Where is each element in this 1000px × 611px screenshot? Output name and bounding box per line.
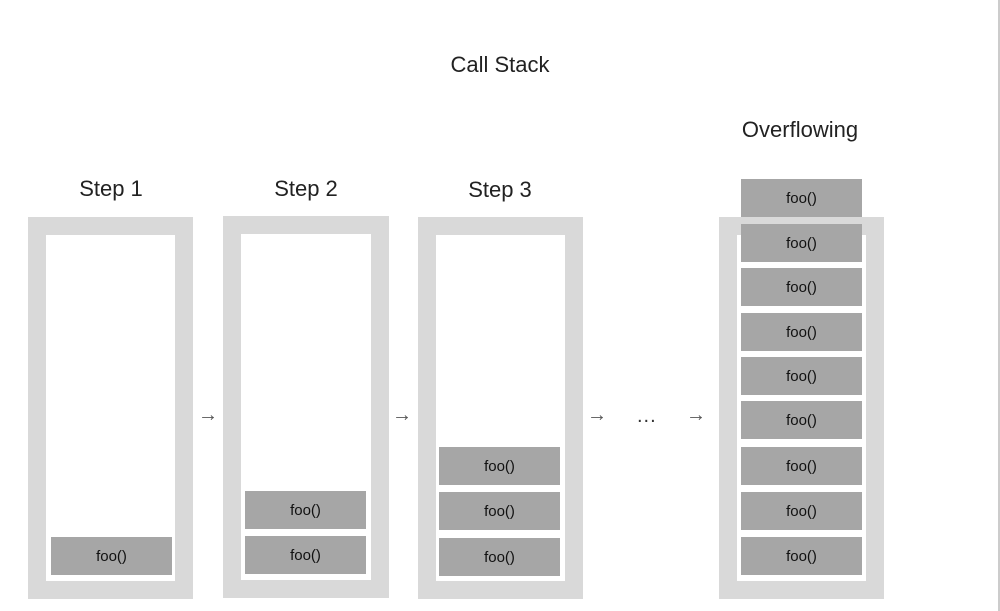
stack-frame: foo() — [439, 492, 560, 530]
stack-frame: foo() — [51, 537, 172, 575]
overflow-frame: foo() — [741, 179, 862, 217]
stack-frame: foo() — [741, 357, 862, 395]
ellipsis: ... — [637, 405, 657, 427]
stack-frame: foo() — [741, 313, 862, 351]
step-1-label: Step 1 — [79, 176, 143, 201]
stack-frame: foo() — [741, 401, 862, 439]
stack-frame: foo() — [439, 538, 560, 576]
overflowing-label: Overflowing — [741, 117, 859, 142]
arrow-right-icon: → — [392, 404, 412, 426]
stack-step-3 — [418, 217, 583, 599]
stack-step-1 — [28, 217, 193, 599]
arrow-right-icon: → — [686, 404, 706, 426]
page-edge-divider — [998, 0, 1000, 611]
diagram-title: Call Stack — [450, 52, 550, 77]
step-3-label: Step 3 — [468, 177, 532, 202]
stack-frame: foo() — [245, 536, 366, 574]
arrow-right-icon: → — [198, 404, 218, 426]
stack-frame: foo() — [741, 492, 862, 530]
stack-step-2 — [223, 216, 389, 598]
stack-frame: foo() — [245, 491, 366, 529]
stack-frame: foo() — [741, 537, 862, 575]
stack-frame: foo() — [741, 224, 862, 262]
stack-frame: foo() — [439, 447, 560, 485]
stack-frame: foo() — [741, 268, 862, 306]
step-2-label: Step 2 — [274, 176, 338, 201]
arrow-right-icon: → — [587, 404, 607, 426]
stack-frame: foo() — [741, 447, 862, 485]
